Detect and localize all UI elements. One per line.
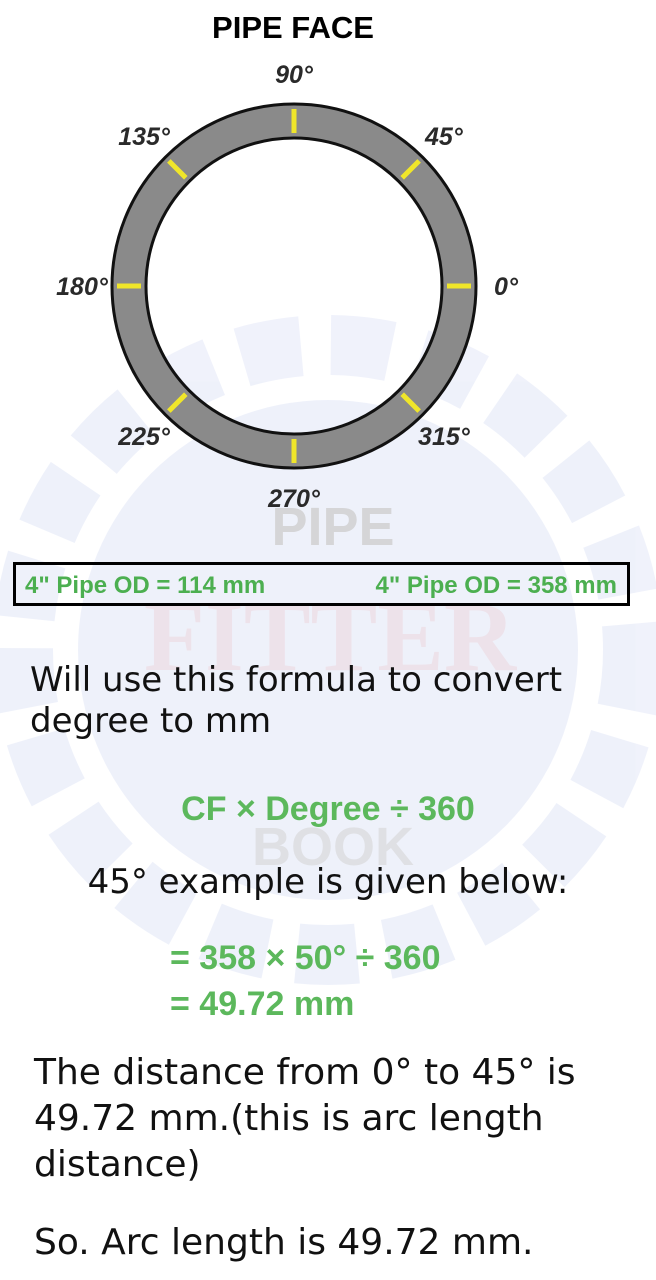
diagram-title: PIPE FACE: [212, 10, 374, 45]
angle-label-0: 0°: [494, 273, 519, 301]
angle-label-315: 315°: [418, 423, 471, 451]
angle-label-225: 225°: [117, 423, 171, 451]
angle-tick-135: [167, 159, 188, 180]
angle-label-180: 180°: [56, 273, 109, 301]
intro-text: Will use this formula to convert degree …: [30, 660, 563, 741]
pipe-od-box: 4" Pipe OD = 114 mm 4" Pipe OD = 358 mm: [13, 562, 630, 606]
pipe-outer-edge: [110, 102, 478, 470]
pipe-face-diagram: 0° 45° 90° 135° 180° 225° 270° 315°: [56, 61, 519, 510]
formula: CF × Degree ÷ 360: [181, 790, 475, 828]
angle-label-270: 270°: [267, 485, 321, 510]
angle-label-90: 90°: [275, 61, 314, 89]
angle-label-135: 135°: [118, 123, 171, 151]
angle-tick-315: [400, 392, 421, 413]
conclusion-text: So. Arc length is 49.72 mm.: [34, 1222, 534, 1263]
calculation: = 358 × 50° ÷ 360 = 49.72 mm: [170, 935, 440, 1027]
pipe-od-right: 4" Pipe OD = 358 mm: [375, 572, 618, 599]
pipe-inner-edge: [144, 136, 444, 436]
pipe-od-left: 4" Pipe OD = 114 mm: [25, 572, 266, 599]
calc-line-1: = 358 × 50° ÷ 360: [170, 939, 441, 977]
distance-text: The distance from 0° to 45° is 49.72 mm.…: [34, 1052, 576, 1185]
angle-label-45: 45°: [424, 123, 464, 151]
example-heading: 45° example is given below:: [87, 862, 569, 902]
angle-tick-225: [167, 392, 188, 413]
angle-tick-45: [400, 159, 421, 180]
calc-line-2: = 49.72 mm: [170, 985, 355, 1023]
